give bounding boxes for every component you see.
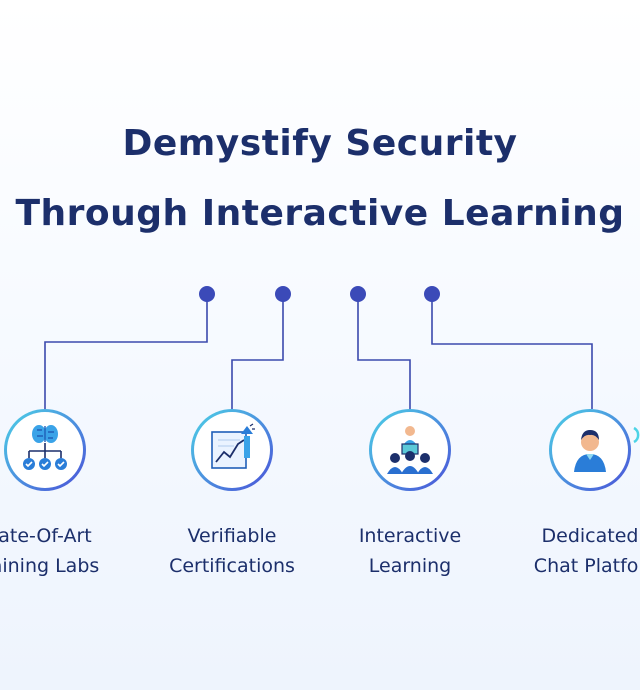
certificate-chart-icon [211,423,255,469]
feature-label-4-line-2: Chat Platfor [533,555,640,577]
feature-label-3-line-1: Interactive [358,525,462,547]
feature-node-2 [191,409,273,491]
feature-label-4-line-1: Dedicated [541,525,639,547]
offscreen-ring-edge [633,426,640,444]
feature-label-2-line-1: Verifiable [187,525,277,547]
heading-line-2: Through Interactive Learning [15,193,625,234]
connector-dot-3 [350,286,366,302]
connector-dot-1 [199,286,215,302]
connector-dot-2 [275,286,291,302]
connector-line-3 [357,294,411,409]
feature-label-3: Interactive Learning [310,521,510,581]
feature-label-1-line-1: ate-Of-Art [0,525,92,547]
connector-line-1 [44,294,208,409]
feature-label-3-line-2: Learning [368,555,452,577]
connector-line-4 [431,294,593,409]
connector-dot-4 [424,286,440,302]
group-learning-icon [387,426,433,474]
feature-label-1-line-2: aining Labs [0,555,100,577]
feature-label-2-line-2: Certifications [169,555,295,577]
feature-node-1 [4,409,86,491]
feature-label-1: ate-Of-Art aining Labs [0,521,145,581]
feature-label-4: Dedicated Chat Platfor [490,521,640,581]
feature-label-2: Verifiable Certifications [132,521,332,581]
connector-line-2 [231,294,284,409]
feature-node-4 [549,409,631,491]
feature-node-3 [369,409,451,491]
brain-network-icon [23,425,67,470]
heading-line-1: Demystify Security [122,123,518,164]
support-person-icon [574,430,606,472]
